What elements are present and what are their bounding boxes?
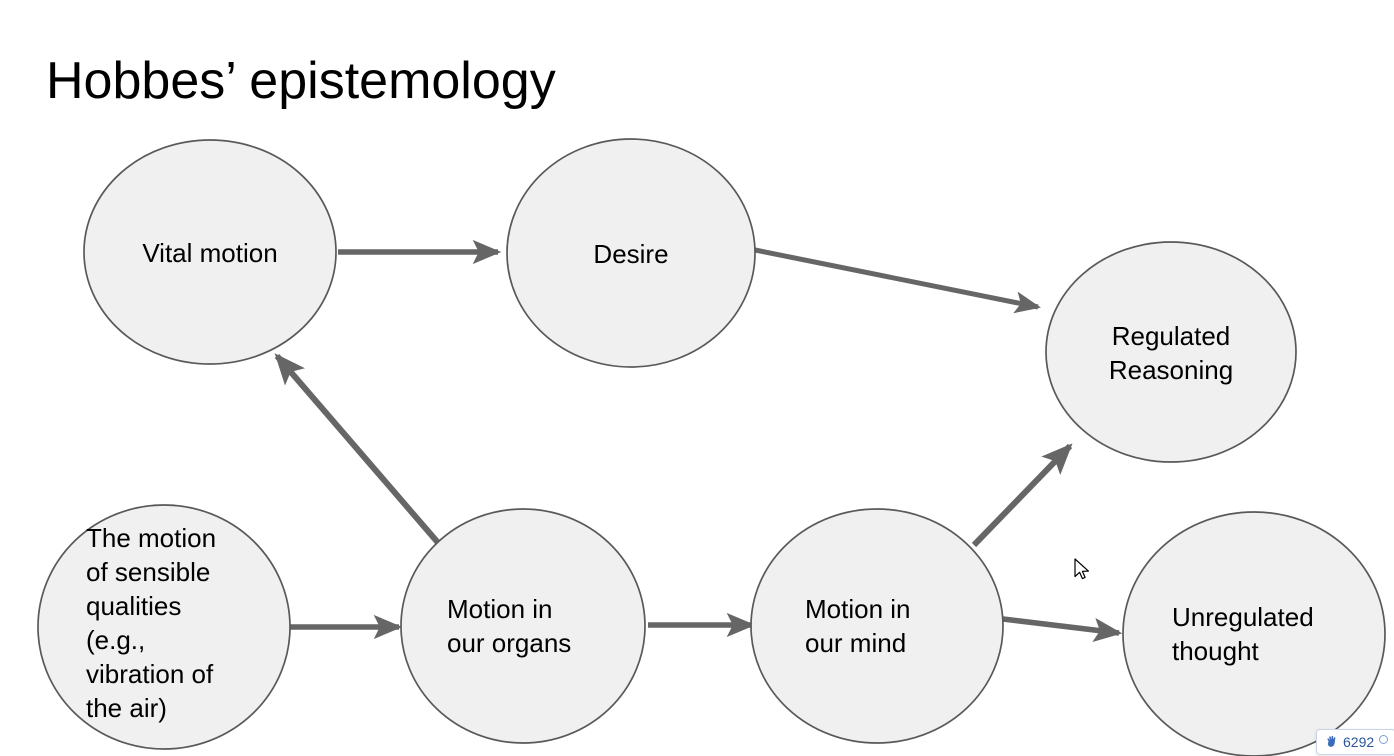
edge-motion-in-mind-to-unregulated-thought	[1002, 616, 1123, 642]
node-regulated-reasoning[interactable]	[1045, 241, 1297, 463]
node-sensible-qualities[interactable]	[37, 504, 291, 750]
node-desire[interactable]	[506, 138, 756, 368]
reaction-status-ring	[1379, 734, 1389, 744]
mouse-cursor	[1074, 558, 1089, 580]
edge-motion-in-organs-to-vital-motion	[274, 353, 443, 547]
node-motion-in-mind[interactable]	[750, 508, 1004, 744]
page-title: Hobbes’ epistemology	[46, 52, 556, 110]
reaction-count: 6292	[1343, 734, 1375, 750]
diagram-edges	[274, 239, 1123, 642]
edge-desire-to-regulated-reasoning	[754, 247, 1041, 314]
edge-motion-in-mind-to-regulated-reasoning	[971, 443, 1073, 548]
diagram-nodes	[37, 138, 1386, 756]
raised-hand-icon	[1327, 735, 1336, 747]
reaction-badge[interactable]: 6292	[1316, 729, 1394, 755]
node-unregulated-thought[interactable]	[1122, 511, 1386, 756]
node-motion-in-organs[interactable]	[400, 508, 646, 744]
node-vital-motion[interactable]	[83, 139, 337, 365]
